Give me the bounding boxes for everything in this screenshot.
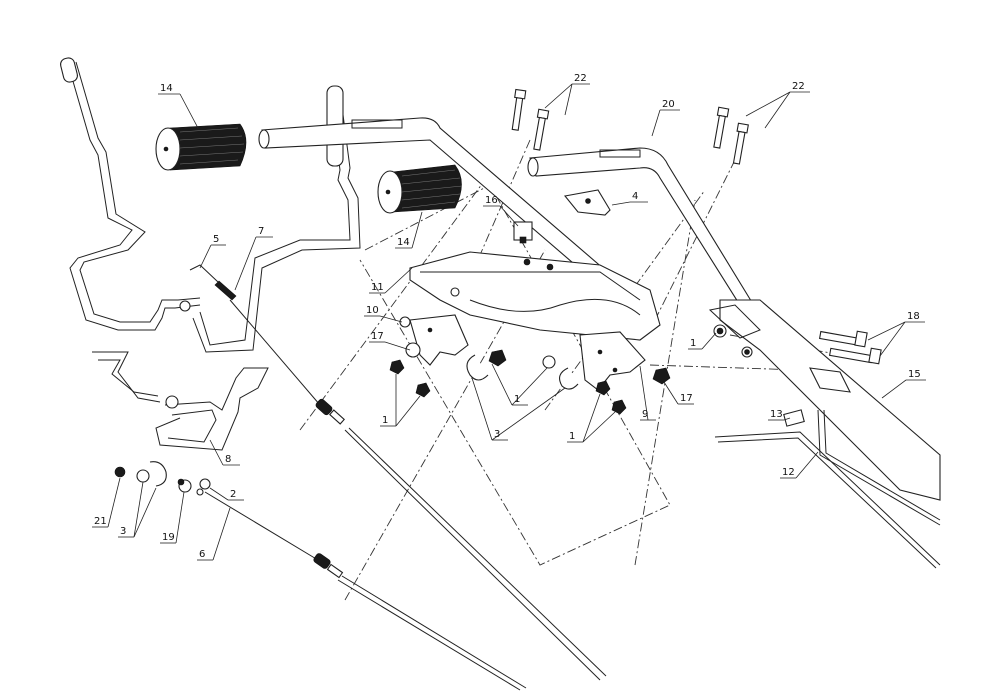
callout-leaders [92,83,926,561]
bracket-9 [579,331,646,391]
callout-1: 1 [690,338,696,349]
callout-2: 2 [230,489,236,500]
callout-15: 15 [908,369,921,380]
callout-14: 14 [160,83,173,94]
callout-3: 3 [120,526,126,537]
bolts-18 [818,330,882,365]
bracket-10 [399,314,469,366]
callout-21: 21 [94,516,107,527]
callout-3: 3 [494,429,500,440]
frame-15 [708,299,941,501]
bolts-22 [511,88,749,165]
cable-7 [229,299,607,681]
grip-14-upper [155,123,247,171]
callout-5: 5 [213,234,219,245]
grip-14-lower [377,164,463,214]
left-lever-bail [60,57,201,331]
callout-1: 1 [569,431,575,442]
cable-6 [204,491,527,691]
callout-11: 11 [371,282,384,293]
callout-1: 1 [514,394,520,405]
callout-8: 8 [225,454,231,465]
callout-4: 4 [632,191,638,202]
callout-22: 22 [792,81,805,92]
callout-labels: 14 14 22 22 20 4 16 5 7 11 10 17 17 1 1 … [94,73,921,560]
callout-17: 17 [680,393,693,404]
callout-19: 19 [162,532,175,543]
callout-18: 18 [907,311,920,322]
drive-lever-8 [92,351,269,451]
callout-22: 22 [574,73,587,84]
callout-9: 9 [642,409,648,420]
callout-12: 12 [782,467,795,478]
rod-12 [714,409,941,569]
callout-6: 6 [199,549,205,560]
hardware [114,264,753,496]
callout-7: 7 [258,226,264,237]
control-housing-11 [409,251,661,341]
bracket-4 [563,189,611,216]
callout-20: 20 [662,99,675,110]
callout-14: 14 [397,237,410,248]
switch-16 [513,221,533,244]
callout-13: 13 [770,409,783,420]
callout-16: 16 [485,195,498,206]
callout-1: 1 [382,415,388,426]
callout-10: 10 [366,305,379,316]
callout-17: 17 [371,331,384,342]
